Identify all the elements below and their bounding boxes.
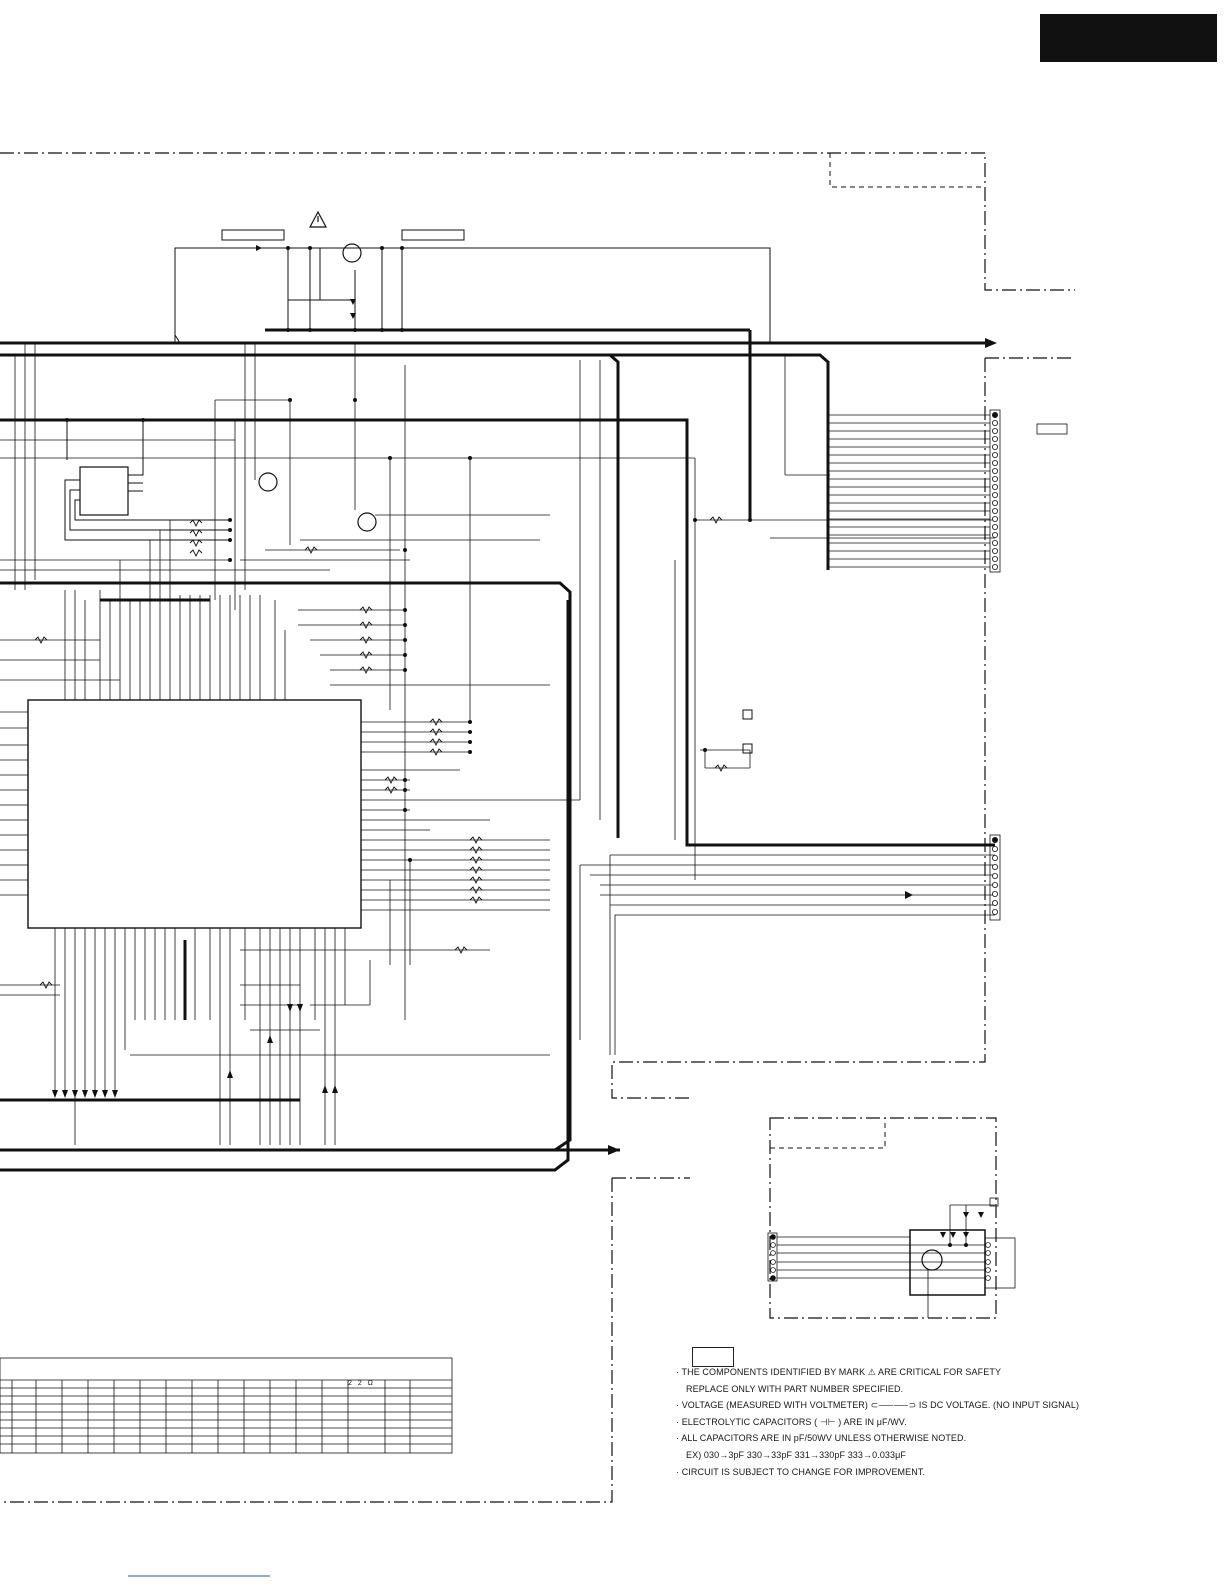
warning-icon <box>309 210 327 228</box>
ic-main <box>27 699 362 929</box>
note-line: · ELECTROLYTIC CAPACITORS ( ⊣⊢ ) ARE IN … <box>676 1416 907 1427</box>
section-border <box>0 152 1075 1503</box>
connector-cn2 <box>989 834 1001 921</box>
connector-cn1 <box>828 409 1068 573</box>
note-line: · CIRCUIT IS SUBJECT TO CHANGE FOR IMPRO… <box>676 1466 926 1477</box>
ic-small <box>79 466 129 516</box>
table-cell-label: 2 2 Ω <box>348 1380 375 1387</box>
sub-board <box>767 1197 1016 1318</box>
regulator-section <box>174 229 771 344</box>
note-line: REPLACE ONLY WITH PART NUMBER SPECIFIED. <box>686 1383 904 1394</box>
resistor-symbols <box>34 516 728 990</box>
test-point <box>742 709 753 754</box>
diode-symbols <box>256 245 984 1238</box>
subsection-border <box>770 153 985 1149</box>
note-line: EX) 030→3pF 330→33pF 331→330pF 333→0.033… <box>686 1449 907 1460</box>
ic-pin-lines <box>0 520 580 1145</box>
note-line: · ALL CAPACITORS ARE IN pF/50WV UNLESS O… <box>676 1433 967 1444</box>
bus-lines <box>0 328 995 1172</box>
junction-dots <box>65 246 968 1247</box>
signal-wiring <box>0 343 995 1056</box>
notes-key-box <box>692 1347 734 1367</box>
connector-pin-icon <box>770 411 999 1281</box>
page-tab-block <box>1040 14 1217 62</box>
note-line: · VOLTAGE (MEASURED WITH VOLTMETER) ⊂⸺⸺⊃… <box>676 1400 1080 1411</box>
arrow-icon <box>608 338 997 1155</box>
parts-table <box>0 1357 453 1454</box>
arrow-icon <box>52 891 913 1098</box>
note-line: · THE COMPONENTS IDENTIFIED BY MARK ⚠ AR… <box>676 1367 1002 1377</box>
notes-block: · THE COMPONENTS IDENTIFIED BY MARK ⚠ AR… <box>676 1364 1196 1480</box>
transistor-icon <box>258 243 943 1271</box>
